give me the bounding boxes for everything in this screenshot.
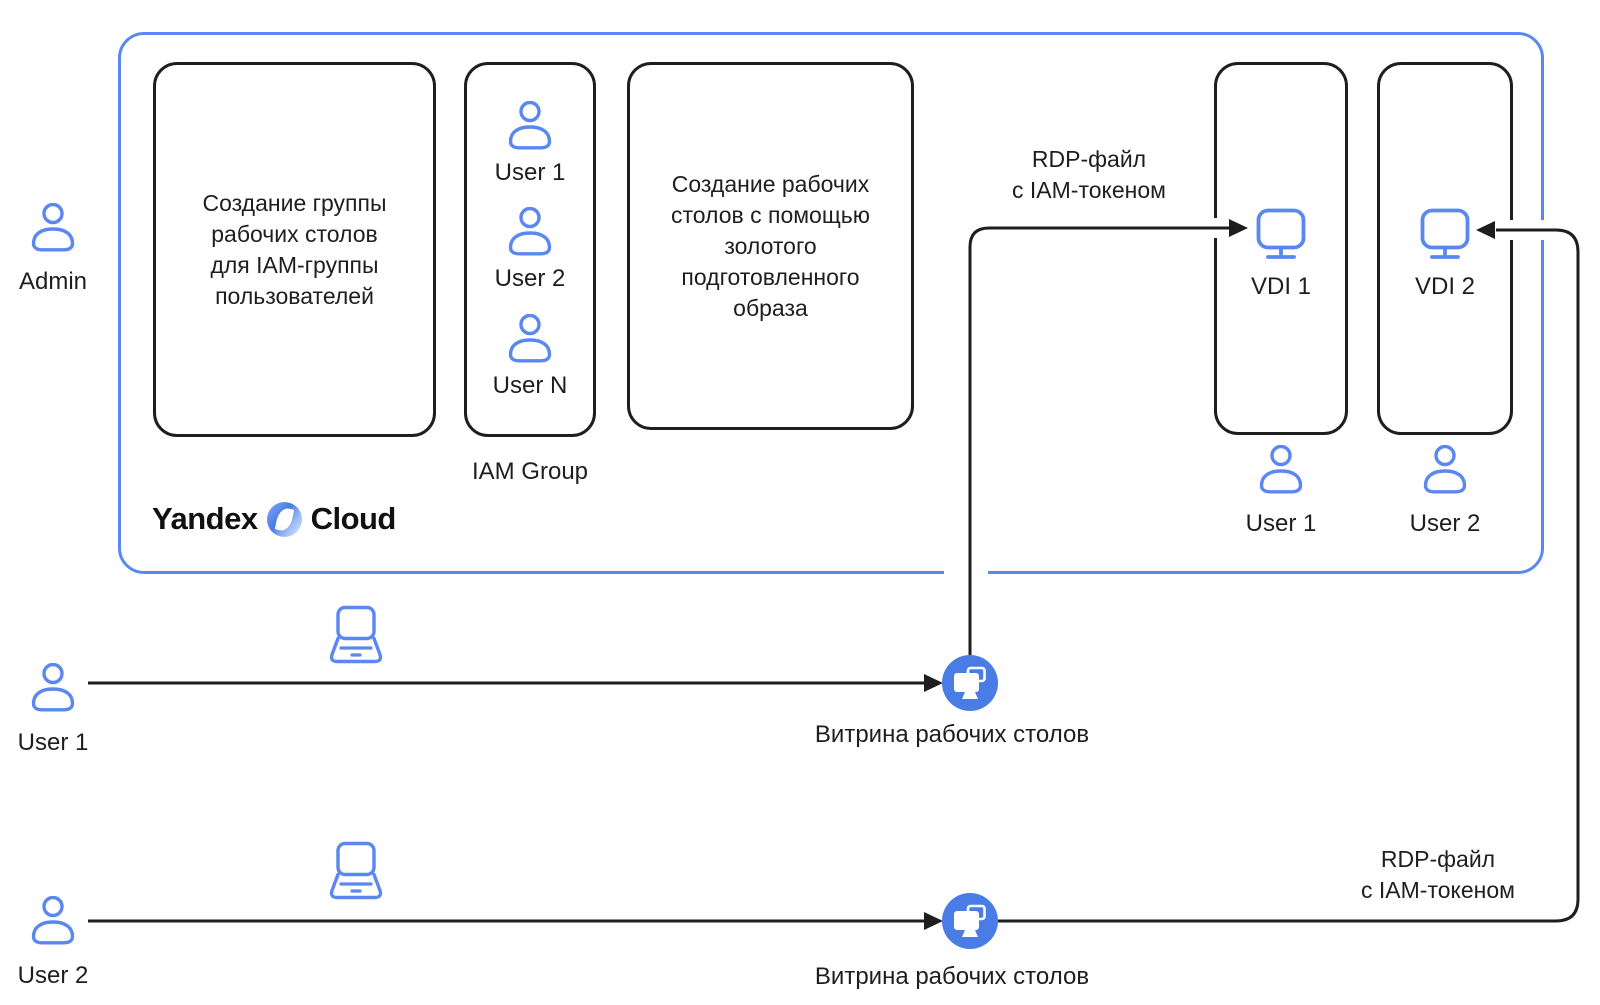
node-text-line: столов с помощью xyxy=(670,201,871,228)
rdp-label-line: с IAM-токеном xyxy=(1361,877,1515,903)
rdp-label-line: с IAM-токеном xyxy=(1012,177,1166,203)
node-text-line: золотого xyxy=(724,232,817,259)
desktop-showcase-label-2: Витрина рабочих столов xyxy=(814,963,1090,990)
user-icon xyxy=(31,896,75,945)
rdp-file-label-top: RDP-файл с IAM-токеном xyxy=(979,144,1199,206)
desktop-showcase-icon-1 xyxy=(942,655,998,711)
user-icon xyxy=(31,203,75,252)
rdp-file-label-bottom: RDP-файл с IAM-токеном xyxy=(1328,844,1548,906)
iam-user-1: User 1 xyxy=(494,100,566,186)
node-desktop-image-creation: Создание рабочих столов с помощью золото… xyxy=(627,62,914,430)
iam-user-2: User 2 xyxy=(494,207,566,292)
laptop-icon xyxy=(329,605,383,664)
laptop-icon xyxy=(329,841,383,900)
yandex-cloud-logo: Yandex Cloud xyxy=(152,498,396,540)
vdi-user-label: User 1 xyxy=(1245,510,1317,537)
node-text-line: Создание рабочих xyxy=(671,170,870,197)
end-user-label: User 1 xyxy=(17,729,89,756)
iam-user-label: User N xyxy=(492,371,568,399)
end-user-label: User 2 xyxy=(17,962,89,989)
desktop-showcase-icon-2 xyxy=(942,893,998,949)
node-text-line: пользователей xyxy=(215,282,374,309)
node-text-line: образа xyxy=(733,294,808,321)
vdi-user-label: User 2 xyxy=(1409,510,1481,537)
arrowhead-right xyxy=(924,912,943,930)
vdi-user-1: User 1 xyxy=(1214,445,1348,537)
rdp-label-line: RDP-файл xyxy=(1031,146,1147,172)
monitor-icon xyxy=(1256,208,1306,259)
node-vdi-2: VDI 2 xyxy=(1377,62,1513,435)
user-icon xyxy=(1423,445,1467,494)
iam-group-label: IAM Group xyxy=(471,458,589,485)
user-icon xyxy=(508,100,552,149)
node-vdi-1: VDI 1 xyxy=(1214,62,1348,435)
user-icon xyxy=(31,663,75,712)
admin-label: Admin xyxy=(18,268,88,295)
iam-user-n: User N xyxy=(492,313,568,399)
node-text-line: рабочих столов xyxy=(211,220,378,247)
end-user-1: User 1 xyxy=(6,663,100,756)
user-icon xyxy=(508,313,552,362)
node-text-line: подготовленного xyxy=(681,263,860,290)
vdi-label: VDI 2 xyxy=(1414,273,1476,300)
monitor-icon xyxy=(1420,208,1470,259)
node-text-line: Создание группы xyxy=(202,189,387,216)
node-iam-group: User 1 User 2 User N xyxy=(464,62,596,437)
brand-cloud: Cloud xyxy=(310,501,397,536)
node-desktop-group-creation: Создание группы рабочих столов для IAM-г… xyxy=(153,62,436,437)
user-icon xyxy=(508,207,552,256)
desktop-showcase-label-1: Витрина рабочих столов xyxy=(814,721,1090,748)
vdi-user-2: User 2 xyxy=(1377,445,1513,537)
iam-user-label: User 1 xyxy=(494,158,566,186)
arrowhead-right xyxy=(924,674,943,692)
node-text-line: для IAM-группы xyxy=(210,251,379,278)
end-user-2: User 2 xyxy=(6,896,100,989)
rdp-label-line: RDP-файл xyxy=(1380,846,1496,872)
iam-user-label: User 2 xyxy=(494,265,566,292)
brand-yandex: Yandex xyxy=(152,501,258,536)
vdi-label: VDI 1 xyxy=(1250,273,1312,300)
admin-actor: Admin xyxy=(6,203,100,295)
yandex-cloud-logo-icon xyxy=(266,501,302,537)
user-icon xyxy=(1259,445,1303,494)
